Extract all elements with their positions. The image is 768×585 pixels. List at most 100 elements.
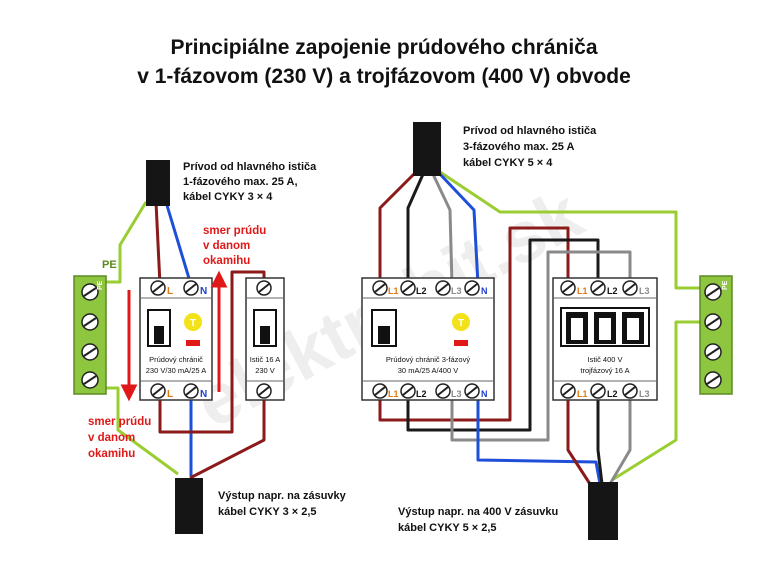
left-flow-arrows [120, 270, 228, 402]
terminal-screw [560, 383, 576, 399]
right-l3-out [608, 398, 632, 485]
terminal-screw [464, 280, 480, 296]
right-rcd-caption-2: 30 mA/25 A/400 V [398, 366, 458, 375]
right-breaker-terminal-l2-top: L2 [607, 286, 618, 296]
terminal-screw [622, 280, 638, 296]
terminal-screw [704, 313, 722, 331]
right-l1-in [378, 170, 418, 285]
right-breaker: L1 L2 L3 Istič 400 V trojfázový 16 A L1 … [552, 277, 658, 401]
right-n-out [476, 398, 602, 485]
right-rcd-caption-1: Prúdový chránič 3-fázový [386, 355, 470, 364]
terminal-screw [372, 383, 388, 399]
right-supply-label-1: Prívod od hlavného ističa [463, 125, 597, 137]
right-breaker-terminal-l3-bottom: L3 [639, 389, 650, 399]
terminal-screw [81, 313, 99, 331]
right-supply-cable [413, 122, 441, 176]
right-l1-link [378, 226, 570, 422]
right-output-cable [588, 482, 618, 540]
right-rcd-terminal-l3-top: L3 [451, 286, 462, 296]
left-wires [100, 201, 266, 480]
right-supply-label-2: 3-fázového max. 25 A [463, 141, 575, 153]
right-rcd-terminal-l1-bottom: L1 [388, 389, 399, 399]
left-supply-cable [146, 160, 170, 206]
right-pe-block-label: PE [722, 280, 729, 290]
left-output-label-1: Výstup napr. na zásuvky [218, 490, 347, 502]
right-breaker-caption-2: trojfázový 16 A [580, 366, 629, 375]
left-flow-label-top-3: okamihu [203, 255, 250, 267]
left-rcd-terminal-l-bottom: L [167, 389, 173, 400]
right-breaker-terminal-l2-bottom: L2 [607, 389, 618, 399]
terminal-screw [81, 371, 99, 389]
right-pe-wire [439, 170, 706, 290]
left-flow-label-bottom-1: smer prúdu [88, 416, 151, 428]
right-supply-label-3: kábel CYKY 5 × 4 [463, 157, 553, 169]
left-flow-label-bottom-3: okamihu [88, 448, 135, 460]
terminal-screw [435, 280, 451, 296]
right-breaker-terminal-l1-top: L1 [577, 286, 588, 296]
right-pe-wire-out [611, 320, 706, 482]
right-rcd-test-button [452, 313, 470, 331]
terminal-screw [435, 383, 451, 399]
right-breaker-caption-1: Istič 400 V [587, 355, 622, 364]
right-pe-terminal-block: PE [699, 275, 733, 395]
left-rcd-terminal-n-top: N [200, 286, 207, 297]
right-l2-out [596, 398, 604, 485]
right-l3-link [450, 250, 632, 442]
terminal-screw [622, 383, 638, 399]
left-pe-block-label: PE [97, 280, 104, 290]
right-l1-out [566, 398, 592, 485]
right-wires [378, 170, 706, 485]
terminal-screw [590, 280, 606, 296]
right-rcd-terminal-n-bottom: N [481, 389, 488, 399]
left-supply-label-3: kábel CYKY 3 × 4 [183, 191, 273, 203]
right-rcd-terminal-l2-bottom: L2 [416, 389, 427, 399]
right-rcd-test-label: T [458, 318, 464, 329]
left-supply-label-2: 1-fázového max. 25 A, [183, 176, 298, 188]
right-l2-link [406, 238, 600, 432]
terminal-screw [400, 280, 416, 296]
left-rcd-caption-2: 230 V/30 mA/25 A [146, 366, 206, 375]
left-pe-wire-out [100, 386, 179, 476]
left-breaker: Istič 16 A 230 V [245, 277, 285, 401]
left-neutral-in [164, 201, 193, 286]
left-supply-label-1: Prívod od hlavného ističa [183, 161, 317, 173]
right-l3-in [430, 171, 454, 286]
left-flow-label-top-2: v danom [203, 240, 250, 252]
terminal-screw [400, 383, 416, 399]
terminal-screw [560, 280, 576, 296]
title-line-1: Principiálne zapojenie prúdového chránič… [170, 36, 597, 59]
title-line-2: v 1-fázovom (230 V) a trojfázovom (400 V… [137, 65, 631, 88]
left-flow-label-top-1: smer prúdu [203, 225, 266, 237]
left-pe-label: PE [102, 259, 117, 271]
right-n-in [436, 170, 480, 286]
left-output-cable [175, 478, 203, 534]
right-breaker-terminal-l1-bottom: L1 [577, 389, 588, 399]
terminal-screw [704, 343, 722, 361]
left-rcd-terminal-l-top: L [167, 286, 173, 297]
terminal-screw [704, 371, 722, 389]
left-rcd-terminal-n-bottom: N [200, 389, 207, 400]
left-breaker-caption-1: Istič 16 A [250, 355, 280, 364]
left-flow-label-bottom-2: v danom [88, 432, 135, 444]
right-l2-in [406, 171, 426, 285]
terminal-screw [81, 343, 99, 361]
terminal-screw [704, 283, 722, 301]
left-phase-out [189, 398, 266, 480]
right-rcd-terminal-l2-top: L2 [416, 286, 427, 296]
left-rcd-test-label: T [190, 318, 196, 329]
left-rcd-test-button [184, 313, 202, 331]
left-breaker-caption-2: 230 V [255, 366, 275, 375]
left-pe-wire [100, 201, 148, 284]
left-phase-link [158, 270, 266, 434]
left-output-label-2: kábel CYKY 3 × 2,5 [218, 506, 317, 518]
terminal-screw [464, 383, 480, 399]
left-rcd-indicator [186, 340, 200, 346]
right-rcd-terminal-l1-top: L1 [388, 286, 399, 296]
left-pe-terminal-block: PE [73, 275, 107, 395]
right-rcd-terminal-l3-bottom: L3 [451, 389, 462, 399]
terminal-screw [590, 383, 606, 399]
left-rcd-caption-1: Prúdový chránič [149, 355, 203, 364]
right-rcd: L1 L2 L3 N T Prúdový chránič 3-fázový 30… [361, 277, 495, 401]
